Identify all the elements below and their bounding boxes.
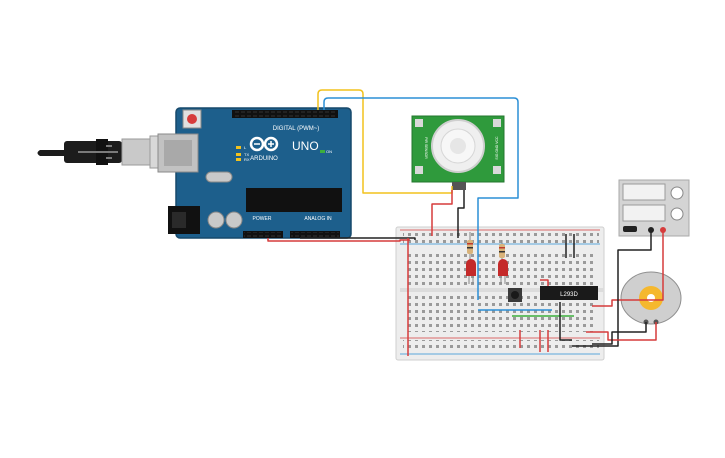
pir-label-left: PIR SENSOR: [424, 137, 428, 159]
wire-black: [300, 237, 416, 240]
on-led-label: ON: [326, 149, 332, 154]
arduino-model-label: UNO: [292, 139, 319, 153]
current-knob-icon[interactable]: [670, 207, 684, 221]
rx-led: [236, 158, 241, 161]
wire-red: [592, 230, 664, 307]
l-led-label: L: [244, 145, 247, 150]
wire-red: [267, 238, 410, 242]
wire-yellow: [317, 89, 453, 194]
arduino-brand-label: ARDUINO: [250, 156, 278, 162]
tx-led-label: TX: [244, 152, 249, 157]
pir-motion-sensor[interactable]: PIR SENSOR SIG GND VCC: [411, 115, 505, 190]
red-led[interactable]: [498, 259, 508, 284]
dc-power-supply[interactable]: [618, 179, 690, 237]
capacitor: [207, 211, 225, 229]
wire-red: [540, 279, 549, 286]
arduino-uno-board[interactable]: DIGITAL (PWM~) ARDUINO UNO L TX RX ON PO…: [157, 107, 352, 239]
on-led: [320, 150, 325, 153]
wire-black: [457, 190, 465, 238]
usb-icon: [78, 145, 118, 159]
resistor: [499, 240, 505, 262]
rx-led-label: RX: [244, 157, 250, 162]
digital-header-label: DIGITAL (PWM~): [273, 126, 320, 132]
crystal: [205, 171, 233, 183]
wire-black: [592, 322, 647, 345]
wire-black: [572, 230, 652, 347]
wire-red: [586, 322, 657, 341]
pir-label-right: SIG GND VCC: [495, 136, 499, 160]
wires: [267, 89, 664, 356]
power-switch[interactable]: [623, 226, 637, 232]
tx-led: [236, 153, 241, 156]
dc-motor[interactable]: [620, 271, 682, 325]
atmega-chip: [246, 188, 342, 212]
wire-blue: [323, 97, 519, 300]
driver-chip-label: L293D: [560, 292, 578, 298]
l-led: [236, 146, 241, 149]
reset-button[interactable]: [182, 109, 202, 129]
l293d-driver-chip[interactable]: L293D: [540, 286, 598, 300]
resistor: [467, 232, 473, 262]
red-led[interactable]: [466, 259, 476, 284]
power-header-label: POWER: [253, 216, 272, 222]
pushbutton[interactable]: [508, 288, 522, 302]
capacitor: [225, 211, 243, 229]
analog-header-label: ANALOG IN: [304, 216, 332, 222]
wire-black: [559, 302, 572, 341]
arduino-infinity-logo: [249, 136, 279, 152]
wire-red: [431, 190, 453, 236]
voltage-knob-icon[interactable]: [670, 186, 684, 200]
